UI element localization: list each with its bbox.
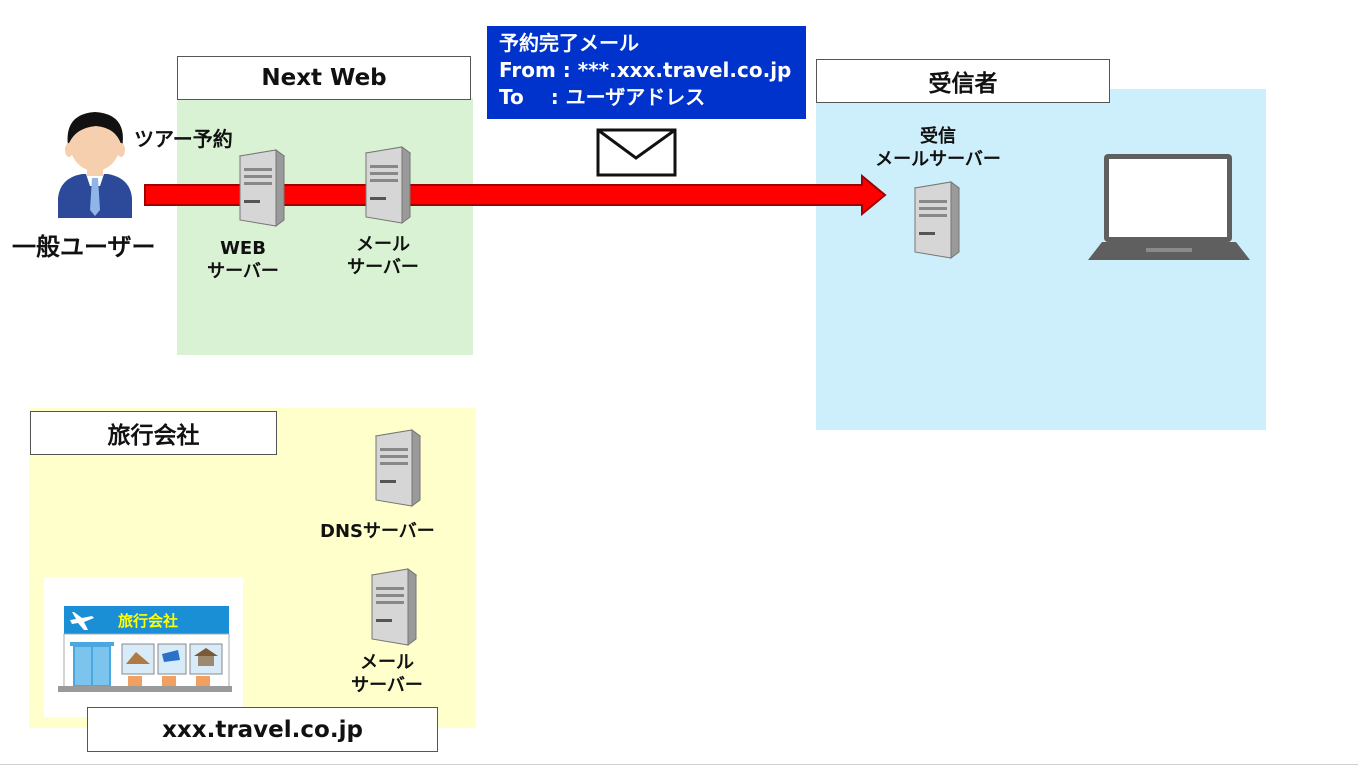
- mail-server-icon: [364, 146, 412, 224]
- domain-label: xxx.travel.co.jp: [87, 707, 438, 752]
- agency-mail-server-label: メール サーバー: [344, 651, 430, 697]
- receive-mail-server-icon: [913, 181, 961, 259]
- page-bottom-divider: [0, 764, 1358, 765]
- web-server-label-line2: サーバー: [207, 261, 279, 282]
- travel-agency-title: 旅行会社: [30, 411, 277, 455]
- receive-mail-server-label-line1: 受信: [920, 126, 956, 147]
- dns-server-label: DNSサーバー: [320, 521, 435, 542]
- user-action-label: ツアー予約: [134, 127, 233, 151]
- shop-sign-text: 旅行会社: [118, 612, 179, 630]
- laptop-icon: [1088, 154, 1250, 260]
- next-web-zone: [177, 98, 473, 355]
- mail-info-line2: From : ***.xxx.travel.co.jp: [499, 58, 792, 82]
- agency-mail-server-label-line2: サーバー: [351, 675, 423, 696]
- user-name-label: 一般ユーザー: [12, 233, 156, 261]
- envelope-icon: [596, 128, 677, 177]
- receive-mail-server-label: 受信 メールサーバー: [855, 125, 1021, 171]
- next-web-title: Next Web: [177, 56, 471, 100]
- web-server-icon: [238, 149, 286, 227]
- shop-building-icon: [58, 606, 232, 692]
- mail-info-line3: To : ユーザアドレス: [499, 85, 706, 109]
- agency-mail-server-icon: [370, 568, 418, 646]
- receive-mail-server-label-line2: メールサーバー: [875, 149, 1001, 170]
- mail-server-label: メール サーバー: [340, 233, 426, 279]
- user-person-icon: [58, 112, 132, 218]
- receiver-title: 受信者: [816, 59, 1110, 103]
- dns-server-icon: [374, 429, 422, 507]
- mail-server-label-line2: サーバー: [347, 257, 419, 278]
- web-server-label-line1: WEB: [220, 238, 266, 259]
- agency-mail-server-label-line1: メール: [360, 652, 414, 673]
- web-server-label: WEB サーバー: [200, 237, 286, 283]
- mail-server-label-line1: メール: [356, 234, 410, 255]
- mail-info-line1: 予約完了メール: [499, 31, 639, 55]
- mail-info-box: 予約完了メール From : ***.xxx.travel.co.jp To :…: [487, 26, 806, 119]
